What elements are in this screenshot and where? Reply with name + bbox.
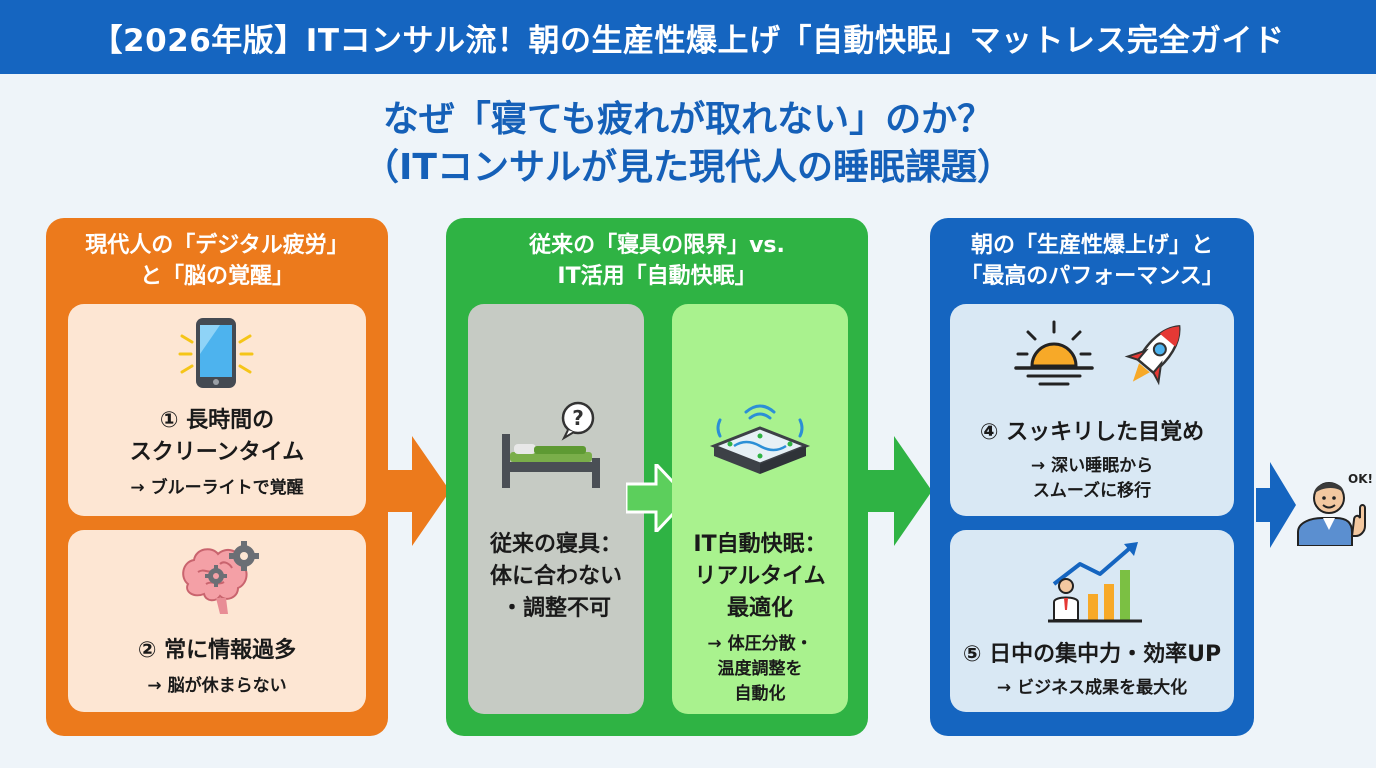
- card-note: → ブルーライトで覚醒: [130, 478, 304, 498]
- flow-arrow-green: [868, 436, 932, 546]
- bed-question-icon: ?: [498, 396, 610, 492]
- card-line-3: 最適化: [726, 596, 793, 621]
- card-line-3: ・調整不可: [500, 596, 611, 621]
- card-refreshed-waking: ④ スッキリした目覚め → 深い睡眠から スムーズに移行: [950, 304, 1234, 516]
- card-conventional-bedding: ? 従来の寝具： 体に合わない ・調整不可: [468, 304, 644, 714]
- smart-mattress-icon: [706, 398, 814, 480]
- section-heading: なぜ「寝ても疲れが取れない」のか？ （ITコンサルが見た現代人の睡眠課題）: [0, 96, 1376, 192]
- businessman-icon: [1292, 466, 1372, 546]
- card-line-1: 従来の寝具：: [489, 532, 622, 557]
- card-note-1: → 深い睡眠から: [1030, 456, 1154, 476]
- heading-line-2: （ITコンサルが見た現代人の睡眠課題）: [363, 147, 1013, 188]
- header-bar: 【2026年版】ITコンサル流！朝の生産性爆上げ「自動快眠」マットレス完全ガイド: [0, 0, 1376, 74]
- card-info-overload: ② 常に情報過多 → 脳が休まらない: [68, 530, 366, 712]
- growth-chart-icon: [1046, 540, 1146, 624]
- card-focus-efficiency: ⑤ 日中の集中力・効率UP → ビジネス成果を最大化: [950, 530, 1234, 712]
- card-title-line-2: スクリーンタイム: [129, 440, 305, 465]
- smartphone-icon: [176, 314, 256, 392]
- rocket-icon: [1118, 314, 1194, 394]
- page-title: 【2026年版】ITコンサル流！朝の生産性爆上げ「自動快眠」マットレス完全ガイド: [91, 22, 1285, 59]
- card-screen-time: ① 長時間の スクリーンタイム → ブルーライトで覚醒: [68, 304, 366, 516]
- flow-arrow-orange: [388, 436, 450, 546]
- panel-productivity: 朝の「生産性爆上げ」と 「最高のパフォーマンス」: [930, 218, 1254, 736]
- panel-title-line-2: 「最高のパフォーマンス」: [960, 264, 1224, 289]
- panel-bedding-comparison: 従来の「寝具の限界」vs. IT活用「自動快眠」 ? 従来の寝具： 体に合わない…: [446, 218, 868, 736]
- card-title: ② 常に情報過多: [137, 638, 297, 663]
- card-note: → 脳が休まらない: [147, 676, 287, 696]
- card-note-2: スムーズに移行: [1032, 481, 1152, 501]
- panel-title-line-1: 現代人の「デジタル疲労」: [85, 233, 349, 258]
- panel-title-line-1: 従来の「寝具の限界」vs.: [529, 233, 785, 258]
- brain-gear-icon: [176, 538, 266, 620]
- card-note: → ビジネス成果を最大化: [996, 678, 1188, 698]
- card-note-1: → 体圧分散・: [707, 634, 813, 654]
- card-title-line-1: ① 長時間の: [159, 408, 275, 433]
- card-line-2: リアルタイム: [694, 564, 826, 589]
- panel-title-line-2: IT活用「自動快眠」: [557, 264, 757, 289]
- card-line-1: IT自動快眠：: [693, 532, 827, 557]
- speech-ok: OK!: [1348, 472, 1373, 486]
- flow-arrow-blue: [1256, 462, 1296, 548]
- card-note-3: 自動化: [734, 684, 786, 704]
- svg-text:?: ?: [572, 406, 584, 430]
- panel-title-line-2: と「脳の覚醒」: [139, 264, 294, 289]
- panel-title-line-1: 朝の「生産性爆上げ」と: [970, 233, 1213, 258]
- sunrise-icon: [1012, 318, 1096, 388]
- card-title: ⑤ 日中の集中力・効率UP: [962, 642, 1222, 667]
- card-line-2: 体に合わない: [489, 564, 622, 589]
- card-note-2: 温度調整を: [717, 659, 803, 679]
- panel-digital-fatigue: 現代人の「デジタル疲労」 と「脳の覚醒」 ① 長時間の スクリーンタイム → ブ…: [46, 218, 388, 736]
- card-title: ④ スッキリした目覚め: [979, 420, 1205, 445]
- heading-line-1: なぜ「寝ても疲れが取れない」のか？: [382, 99, 994, 140]
- card-it-auto-sleep: IT自動快眠： リアルタイム 最適化 → 体圧分散・ 温度調整を 自動化: [672, 304, 848, 714]
